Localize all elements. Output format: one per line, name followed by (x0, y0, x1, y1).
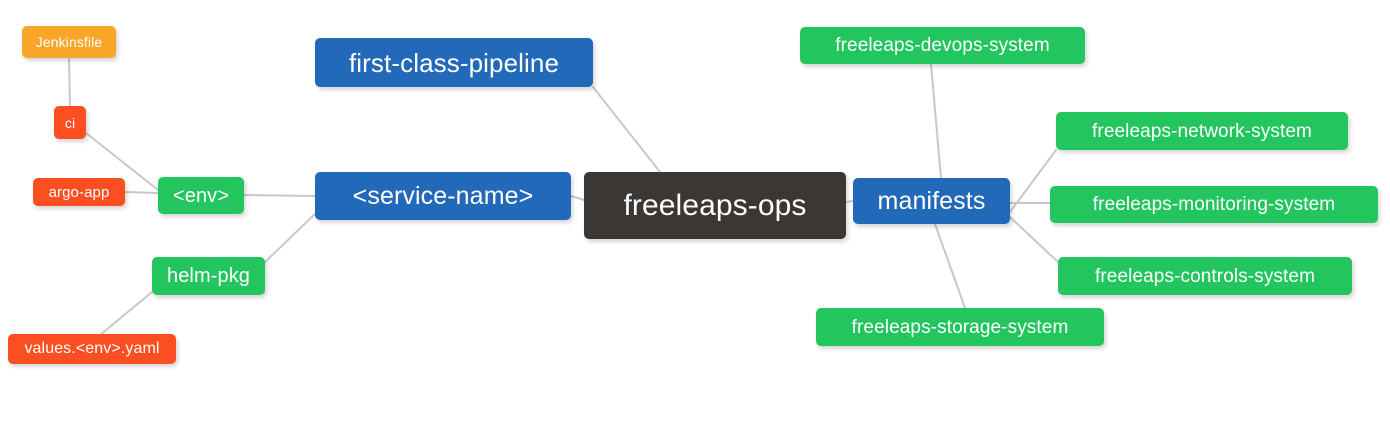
node-helm-pkg[interactable]: helm-pkg (152, 257, 265, 295)
node-label-helm-pkg: helm-pkg (166, 265, 251, 287)
node-freeleaps-monitoring-system[interactable]: freeleaps-monitoring-system (1050, 186, 1378, 223)
edge-first-class-pipeline-to-freeleaps-ops (592, 86, 661, 173)
node-label-service-name: <service-name> (352, 181, 534, 210)
node-ci[interactable]: ci (54, 106, 86, 139)
node-label-freeleaps-devops-system: freeleaps-devops-system (835, 35, 1050, 56)
node-service-name[interactable]: <service-name> (315, 172, 571, 220)
edge-manifests-to-freeleaps-controls-system (1009, 216, 1059, 263)
edge-argo-app-to-env (124, 191, 159, 194)
node-label-first-class-pipeline: first-class-pipeline (348, 47, 560, 78)
node-label-values-env-yaml: values.<env>.yaml (24, 340, 160, 357)
node-label-manifests: manifests (877, 186, 986, 215)
edge-freeleaps-ops-to-manifests (845, 200, 854, 203)
node-freeleaps-ops[interactable]: freeleaps-ops (584, 172, 846, 239)
edge-env-to-service-name (243, 194, 316, 197)
edge-helm-pkg-to-values-env-yaml (99, 291, 153, 336)
edge-service-name-to-freeleaps-ops (570, 195, 585, 201)
node-label-freeleaps-network-system: freeleaps-network-system (1092, 120, 1312, 142)
node-freeleaps-controls-system[interactable]: freeleaps-controls-system (1058, 257, 1352, 295)
edge-jenkinsfile-to-ci (68, 57, 71, 107)
node-manifests[interactable]: manifests (853, 178, 1010, 224)
edge-service-name-to-helm-pkg (264, 213, 316, 263)
node-first-class-pipeline[interactable]: first-class-pipeline (315, 38, 593, 87)
node-label-freeleaps-controls-system: freeleaps-controls-system (1094, 265, 1316, 287)
edge-freeleaps-devops-system-to-manifests (930, 63, 942, 179)
node-freeleaps-network-system[interactable]: freeleaps-network-system (1056, 112, 1348, 150)
node-label-argo-app: argo-app (48, 183, 110, 201)
edge-manifests-to-freeleaps-storage-system (934, 223, 966, 309)
node-label-ci: ci (64, 114, 76, 131)
node-freeleaps-devops-system[interactable]: freeleaps-devops-system (800, 27, 1085, 64)
node-values-env-yaml[interactable]: values.<env>.yaml (8, 334, 176, 364)
node-label-freeleaps-monitoring-system: freeleaps-monitoring-system (1092, 194, 1336, 215)
node-label-env: <env> (172, 184, 230, 207)
node-argo-app[interactable]: argo-app (33, 178, 125, 206)
node-env[interactable]: <env> (158, 177, 244, 214)
node-jenkinsfile[interactable]: Jenkinsfile (22, 26, 116, 58)
node-label-freeleaps-ops: freeleaps-ops (623, 188, 807, 222)
node-label-freeleaps-storage-system: freeleaps-storage-system (851, 316, 1069, 338)
node-label-jenkinsfile: Jenkinsfile (35, 34, 103, 50)
node-freeleaps-storage-system[interactable]: freeleaps-storage-system (816, 308, 1104, 346)
